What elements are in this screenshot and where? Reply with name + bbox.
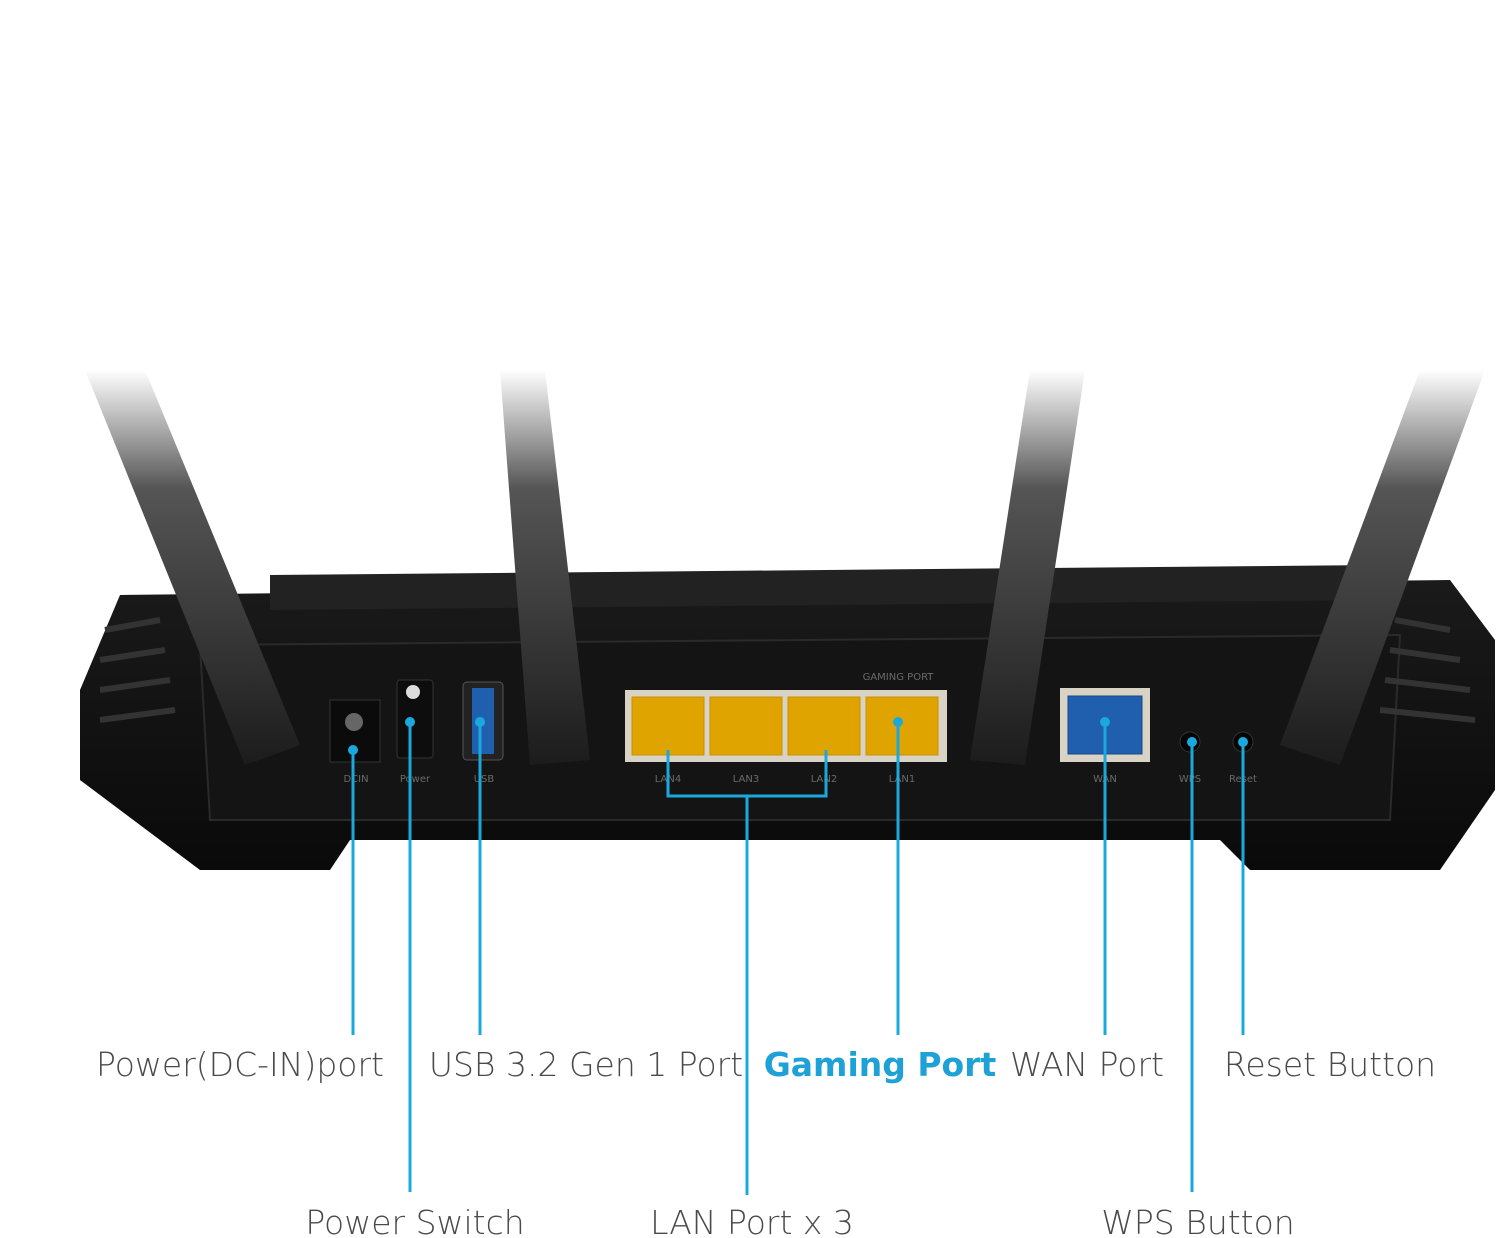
callout-usb: USB 3.2 Gen 1 Port	[429, 1045, 743, 1084]
antennas	[85, 370, 1485, 765]
wps-label: WPS	[1179, 774, 1201, 785]
lan2-port	[787, 696, 861, 756]
dcin-label: DCIN	[343, 774, 368, 785]
callout-wan: WAN Port	[1010, 1045, 1164, 1084]
lan4-port	[631, 696, 705, 756]
lan2-label: LAN2	[811, 774, 837, 785]
lan-port-panel	[625, 690, 947, 762]
lan3-label: LAN3	[733, 774, 759, 785]
lan3-port	[709, 696, 783, 756]
power-label: Power	[400, 774, 431, 785]
power-switch[interactable]	[396, 679, 434, 759]
lan1-label: LAN1	[889, 774, 915, 785]
callout-reset: Reset Button	[1224, 1045, 1436, 1084]
lan1-gaming-port	[865, 696, 939, 756]
gaming-port-silk-label: GAMING PORT	[863, 672, 935, 683]
callout-power-switch: Power Switch	[305, 1203, 524, 1238]
callout-power-dc-in: Power(DC-IN)port	[96, 1045, 384, 1084]
callout-lines	[348, 717, 1248, 1195]
callout-gaming-port: Gaming Port	[764, 1045, 997, 1084]
usb-label: USB	[474, 774, 495, 785]
callout-lan: LAN Port x 3	[650, 1203, 854, 1238]
callout-wps: WPS Button	[1101, 1203, 1294, 1238]
